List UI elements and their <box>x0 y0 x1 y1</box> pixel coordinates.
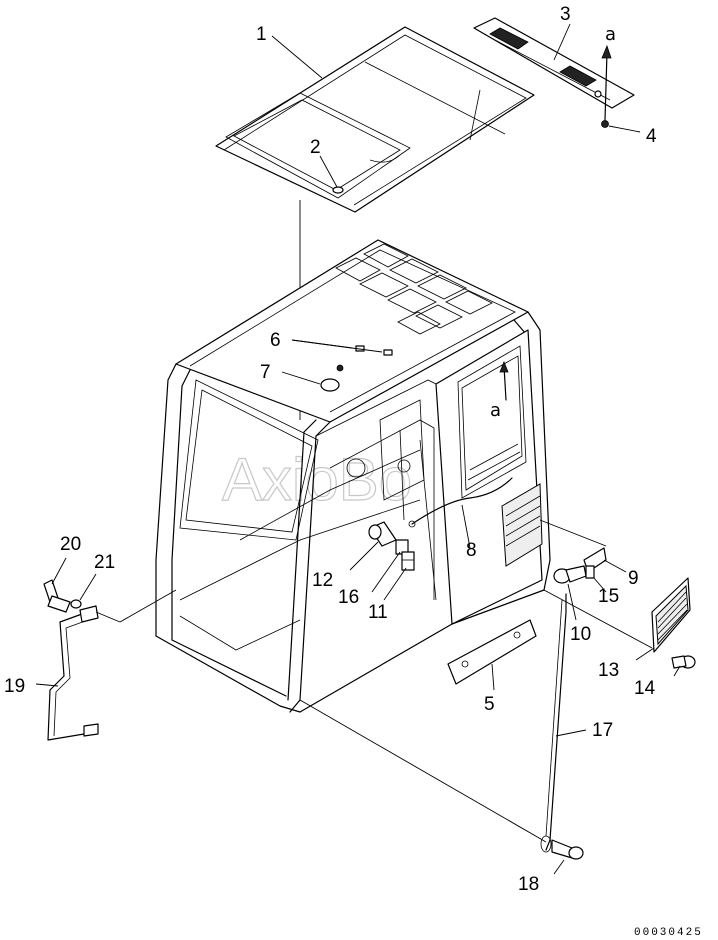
bolt-part-10 <box>553 565 587 621</box>
part-label-4: 4 <box>646 126 657 147</box>
part-label-6: 6 <box>270 330 281 351</box>
reference-mark-a-top: a <box>605 24 616 45</box>
part-label-17: 17 <box>592 720 613 741</box>
louver-grille <box>635 577 691 661</box>
clip-parts <box>291 339 393 356</box>
bolt-part-12 <box>349 521 397 571</box>
nut-part <box>601 44 641 133</box>
part-label-7: 7 <box>260 362 271 383</box>
stay-rod <box>540 593 587 853</box>
bolt-part-20 <box>43 557 71 613</box>
part-label-14: 14 <box>634 678 656 699</box>
part-label-5: 5 <box>484 694 495 715</box>
part-label-9: 9 <box>628 568 639 589</box>
part-label-16: 16 <box>338 587 359 608</box>
part-label-13: 13 <box>598 660 619 681</box>
leader-to-louver-2 <box>543 589 653 649</box>
bolt-part-18 <box>551 839 584 875</box>
bracket-plate <box>447 619 537 691</box>
roof-panel <box>215 26 535 213</box>
part-label-11: 11 <box>368 602 388 623</box>
part-label-18: 18 <box>518 874 539 895</box>
visor-strip <box>473 17 635 109</box>
cab-frame <box>155 239 551 713</box>
cap-part <box>281 364 344 392</box>
left-stay-rod <box>35 589 177 741</box>
part-label-2: 2 <box>310 137 321 158</box>
leader-part-3 <box>553 23 571 61</box>
bolt-part-14 <box>671 655 696 677</box>
document-code: 00030425 <box>634 927 703 939</box>
part-label-12: 12 <box>312 570 333 591</box>
part-label-21: 21 <box>94 552 115 573</box>
part-label-10: 10 <box>570 624 591 645</box>
part-label-3: 3 <box>560 4 571 25</box>
part-label-1: 1 <box>256 24 267 45</box>
leader-to-part-18 <box>299 699 547 843</box>
leader-to-louver <box>539 519 607 547</box>
part-label-19: 19 <box>4 676 25 697</box>
part-label-20: 20 <box>60 534 81 555</box>
part-label-8: 8 <box>466 540 477 561</box>
clip-part-15 <box>585 565 607 593</box>
leader-part-1 <box>271 35 323 79</box>
reference-mark-a-window: a <box>490 400 501 421</box>
part-label-15: 15 <box>598 586 619 607</box>
washer-part-21 <box>70 573 97 609</box>
cable-part <box>408 477 513 549</box>
watermark-text: AxioBo <box>222 446 412 513</box>
grommet-part <box>319 155 344 194</box>
latch-parts <box>371 539 415 601</box>
